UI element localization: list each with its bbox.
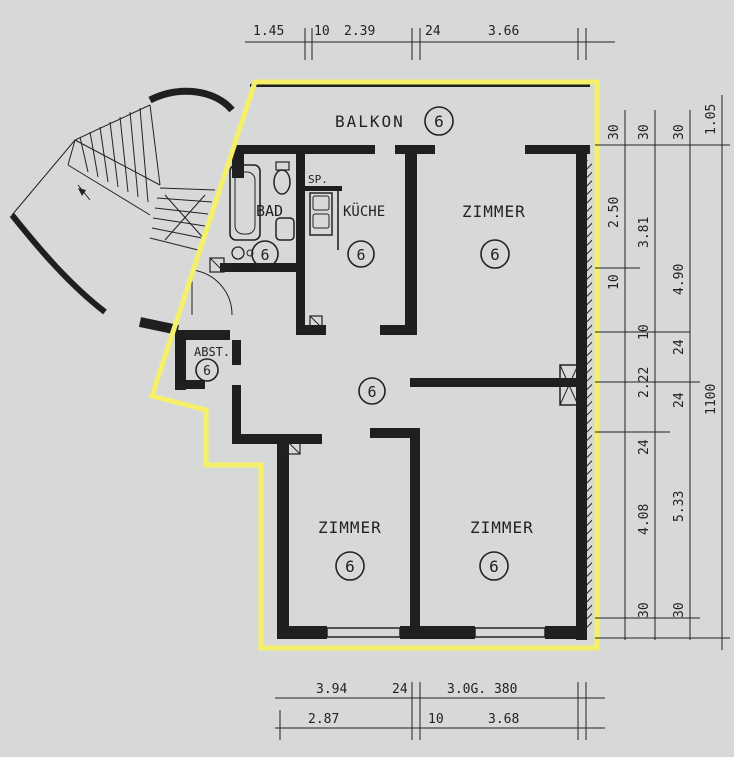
- stair-arrow-icon: [78, 188, 86, 196]
- svg-text:6: 6: [434, 112, 444, 131]
- svg-text:6: 6: [489, 557, 499, 576]
- dim-bottom-1-3: 3.0G. 380: [447, 682, 517, 697]
- room-marker-zimmer-3: 6: [479, 551, 509, 581]
- staircase: [9, 87, 235, 335]
- room-marker-zimmer-2: 6: [335, 551, 365, 581]
- dim-right-inner-5: 2.22: [637, 367, 652, 398]
- room-label-kueche: KÜCHE: [343, 202, 385, 220]
- svg-text:6: 6: [367, 383, 376, 401]
- room-marker-zimmer-1: 6: [480, 239, 510, 269]
- dim-top-4: 24: [425, 24, 441, 39]
- room-label-zimmer-1: ZIMMER: [462, 202, 526, 221]
- dim-right-middle-1: 30: [637, 124, 652, 140]
- dim-bottom-1-2: 24: [392, 682, 408, 697]
- toilet-icon: [273, 169, 291, 195]
- room-marker-abstellraum: 6: [195, 358, 219, 382]
- dim-bottom-2-2: 10: [428, 712, 444, 727]
- apartment-highlight-outline: [148, 79, 600, 651]
- dim-right-inner-6: 24: [672, 392, 687, 408]
- dim-right-inner-2: 2.50: [607, 197, 622, 228]
- stove-icon: [309, 192, 333, 236]
- dim-right-middle-2: 3.81: [637, 217, 652, 248]
- dim-right-inner-4: 10: [637, 324, 652, 340]
- bathtub-icon: [229, 164, 261, 241]
- walls: [175, 84, 592, 640]
- room-label-balkon: BALKON: [335, 112, 405, 131]
- dim-top-3: 2.39: [344, 24, 375, 39]
- room-label-abstellraum: ABST.: [194, 345, 230, 359]
- room-label-zimmer-3: ZIMMER: [470, 518, 534, 537]
- dim-right-outer-1: 30: [672, 124, 687, 140]
- bathroom-fixtures: [229, 161, 295, 260]
- stair-treads: [79, 107, 216, 251]
- dim-right-middle-3: 5.33: [672, 491, 687, 522]
- entrance-door-arc: [191, 269, 233, 316]
- dim-bottom-2-3: 3.68: [488, 712, 519, 727]
- room-marker-flur: 6: [358, 377, 386, 405]
- room-label-speisekammer: SP.: [308, 173, 328, 186]
- dim-right-outer-2: 4.90: [672, 264, 687, 295]
- dim-right-far-2: 1100: [704, 384, 719, 415]
- svg-text:6: 6: [490, 245, 500, 264]
- dim-bottom-1-1: 3.94: [316, 682, 347, 697]
- dim-right-inner-7: 24: [637, 439, 652, 455]
- dim-right-inner-3: 10: [607, 274, 622, 290]
- kitchen-fixtures: [309, 190, 339, 250]
- dim-top-1: 1.45: [253, 24, 284, 39]
- dim-top-5: 3.66: [488, 24, 519, 39]
- room-marker-bad: 6: [251, 240, 279, 268]
- washbasin-icon: [275, 217, 295, 241]
- room-label-bad: BAD: [256, 202, 283, 220]
- svg-text:6: 6: [345, 557, 355, 576]
- dim-right-inner-1: 30: [607, 124, 622, 140]
- dim-right-inner-8: 4.08: [637, 504, 652, 535]
- room-marker-kueche: 6: [347, 240, 375, 268]
- svg-text:6: 6: [203, 364, 211, 379]
- room-marker-balkon: 6: [424, 106, 454, 136]
- dim-right-middle-4: 30: [672, 602, 687, 618]
- svg-text:6: 6: [260, 246, 269, 264]
- dim-right-inner-9: 30: [637, 602, 652, 618]
- top-dimension-line: 1.45 10 2.39 24 3.66: [245, 24, 615, 60]
- right-dimension-lines: 30 2.50 10 10 2.22 24 24 4.08 30 30 3.81…: [595, 95, 730, 650]
- svg-text:6: 6: [356, 246, 365, 264]
- room-label-zimmer-2: ZIMMER: [318, 518, 382, 537]
- bottom-dimension-lines: 3.94 24 3.0G. 380 2.87 10 3.68: [275, 682, 605, 740]
- dim-right-outer-3: 24: [672, 339, 687, 355]
- dim-right-far-1: 1.05: [704, 104, 719, 135]
- dim-top-2: 10: [314, 24, 330, 39]
- dim-bottom-2-1: 2.87: [308, 712, 339, 727]
